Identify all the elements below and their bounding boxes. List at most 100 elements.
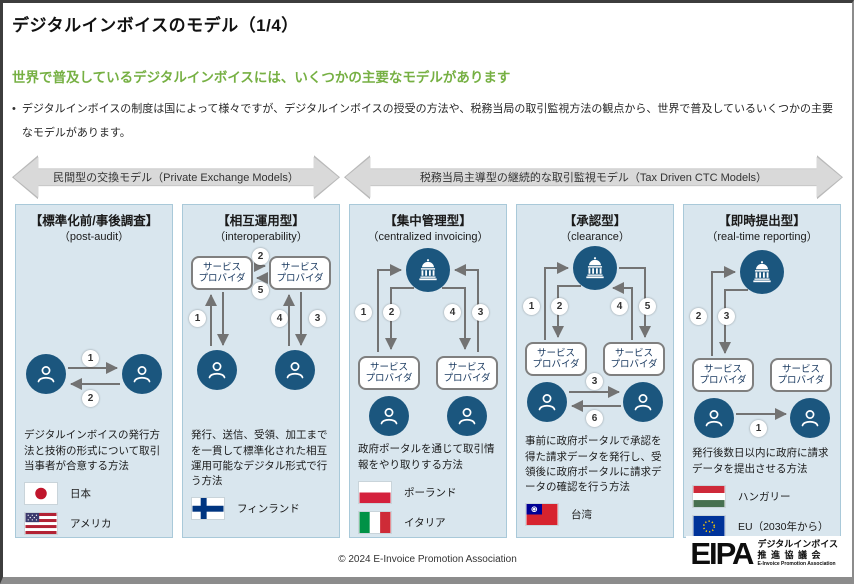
panel-subtitle: （centralized invoicing） [367, 231, 489, 244]
panel-post-audit: 【標準化前/事後調査】 （post-audit） [15, 204, 173, 539]
banner-tax-driven-ctc: 税務当局主導型の継続的な取引監視モデル（Tax Driven CTC Model… [344, 155, 843, 199]
service-provider-label: プロバイダ [198, 273, 246, 285]
service-provider-label: サービス [447, 362, 486, 374]
service-provider-label: サービス [280, 262, 319, 274]
country-list: 日本 アメリカ [24, 482, 164, 536]
service-provider-label: プロバイダ [699, 375, 747, 387]
country-label: ハンガリー [738, 490, 791, 503]
country-label: イタリア [404, 516, 446, 529]
service-provider-box: サービス プロバイダ [191, 256, 253, 291]
step-badge: 4 [611, 298, 628, 316]
bullet-row: • デジタルインボイスの制度は国によって様々ですが、デジタルインボイスの授受の方… [3, 86, 852, 145]
service-provider-label: プロバイダ [276, 273, 324, 285]
diagram-post-audit: 1 2 [24, 246, 164, 422]
logo-jp-line2: 推進協議会 [757, 550, 825, 560]
service-provider-label: サービス [536, 348, 575, 360]
banner-label: 税務当局主導型の継続的な取引監視モデル（Tax Driven CTC Model… [419, 172, 768, 185]
buyer-circle [26, 354, 66, 395]
finland-flag-icon [191, 497, 225, 521]
country-row: ハンガリー [692, 484, 832, 508]
bullet-marker: • [12, 103, 16, 115]
panel-clearance: 【承認型】 （clearance） [516, 204, 674, 539]
panel-description: 政府ポータルを通じて取引情報をやり取りする方法 [358, 443, 495, 471]
service-provider-box: サービス プロバイダ [436, 356, 498, 391]
service-provider-box: サービス プロバイダ [358, 356, 420, 391]
panel-description: 発行後数日以内に政府に請求データを提出させる方法 [692, 447, 829, 475]
service-provider-label: サービス [369, 362, 408, 374]
seller-circle [447, 396, 487, 437]
step-badge: 5 [639, 298, 656, 316]
copyright-text: © 2024 E-Invoice Promotion Association [338, 554, 517, 565]
person-icon [37, 366, 55, 383]
service-provider-box: サービス プロバイダ [692, 358, 754, 393]
service-provider-label: サービス [703, 364, 742, 376]
step-badge: 1 [189, 310, 206, 328]
service-provider-label: サービス [202, 262, 241, 274]
service-provider-box: サービス プロバイダ [269, 256, 331, 291]
country-row: アメリカ [24, 512, 164, 536]
panel-description: 事前に政府ポータルで承認を得た請求データを発行し、受領後に政府ポータルに請求デー… [525, 435, 662, 494]
government-building-icon [753, 261, 771, 283]
step-badge: 4 [444, 304, 461, 322]
italy-flag-icon [358, 510, 392, 534]
person-icon [538, 394, 556, 411]
country-label: 日本 [70, 488, 91, 501]
panel-centralized-invoicing: 【集中管理型】 （centralized invoicing） [349, 204, 507, 539]
step-badge: 1 [750, 420, 767, 438]
person-icon [458, 408, 476, 425]
eipa-logo-text: EIPA [690, 536, 754, 571]
seller-circle [623, 382, 663, 423]
service-provider-label: プロバイダ [365, 373, 413, 385]
service-provider-label: プロバイダ [532, 359, 580, 371]
person-icon [208, 362, 226, 379]
eipa-logo: EIPA デジタルインボイス 推進協議会 E-Invoice Promotion… [686, 536, 842, 571]
service-provider-box: サービス プロバイダ [603, 342, 665, 377]
page-title: デジタルインボイスのモデル（1/4） [12, 16, 299, 35]
step-badge: 3 [586, 373, 603, 391]
diagram-interoperability: サービス プロバイダ サービス プロバイダ [189, 248, 331, 422]
service-provider-label: サービス [781, 364, 820, 376]
japan-flag-icon [24, 482, 58, 506]
panel-title: 【集中管理型】 [384, 214, 472, 229]
panel-description: デジタルインボイスの発行方法と技術の形式について取引当事者が合意する方法 [24, 429, 161, 472]
buyer-circle [197, 350, 237, 391]
arrow-lines [711, 266, 787, 421]
person-icon [705, 410, 723, 427]
logo-en-line: E-Invoice Promotion Association [757, 561, 836, 568]
country-list: ポーランド イタリア [358, 480, 498, 534]
country-list: フィンランド [191, 497, 331, 521]
person-icon [380, 408, 398, 425]
step-badge: 2 [383, 304, 400, 322]
step-badge: 2 [690, 308, 707, 326]
country-list: 台湾 [525, 503, 665, 527]
step-badge: 3 [309, 310, 326, 328]
step-badge: 1 [355, 304, 372, 322]
step-badge: 3 [472, 304, 489, 322]
logo-jp-line1: デジタルインボイス [757, 538, 838, 549]
country-list: ハンガリー EU（2030年から） [692, 484, 832, 538]
person-icon [634, 394, 652, 411]
country-row: フィンランド [191, 497, 331, 521]
panel-subtitle: （interoperability） [214, 231, 308, 244]
country-label: アメリカ [70, 518, 112, 531]
government-building-icon [419, 259, 437, 281]
panel-title: 【相互運用型】 [217, 214, 305, 229]
government-circle [740, 250, 784, 295]
step-badge: 6 [586, 410, 603, 428]
taiwan-flag-icon [525, 503, 559, 527]
arrow-lines [68, 362, 120, 391]
country-label: ポーランド [404, 486, 457, 499]
country-label: 台湾 [571, 509, 592, 522]
government-circle [406, 248, 450, 293]
step-badge: 5 [252, 282, 269, 300]
buyer-circle [369, 396, 409, 437]
country-row: 台湾 [525, 503, 665, 527]
country-label: EU（2030年から） [738, 520, 829, 533]
service-provider-box: サービス プロバイダ [525, 342, 587, 377]
panel-title: 【標準化前/事後調査】 [29, 214, 159, 229]
step-badge: 2 [551, 298, 568, 316]
person-icon [133, 366, 151, 383]
step-badge: 3 [718, 308, 735, 326]
slide-subtitle: 世界で普及しているデジタルインボイスには、いくつかの主要なモデルがあります [12, 70, 511, 85]
